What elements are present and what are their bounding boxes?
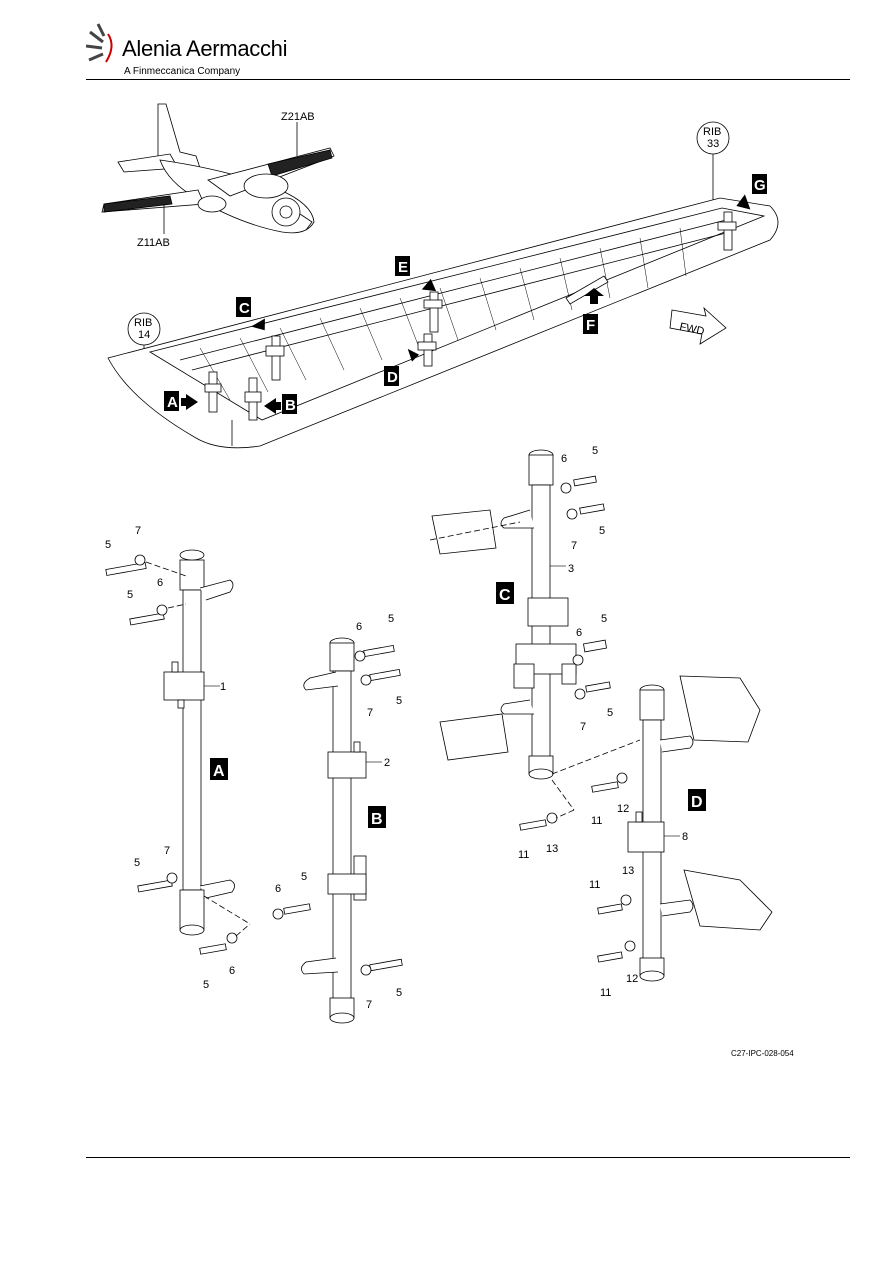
view-badge-d: D — [384, 366, 399, 386]
svg-text:D: D — [387, 369, 398, 386]
company-logo: Alenia Aermacchi A Finmeccanica Company — [85, 20, 306, 80]
item-6: 6 — [576, 627, 582, 639]
item-leader-lines — [204, 565, 680, 837]
item-7: 7 — [164, 845, 170, 857]
view-badge-b: B — [282, 394, 297, 414]
logo-brand: Alenia Aermacchi — [122, 36, 288, 61]
detail-badge-b: B — [368, 806, 386, 828]
item-5: 5 — [396, 695, 402, 707]
detail-b-fasteners — [272, 644, 403, 976]
item-6: 6 — [275, 883, 281, 895]
item-11: 11 — [591, 815, 602, 827]
svg-text:C: C — [499, 587, 511, 604]
item-6: 6 — [561, 453, 567, 465]
item-6: 6 — [229, 965, 235, 977]
svg-text:F: F — [586, 317, 595, 334]
fwd-arrow-icon: FWD — [669, 306, 727, 345]
item-3: 3 — [568, 563, 574, 575]
item-6: 6 — [157, 577, 163, 589]
item-11: 11 — [589, 879, 600, 891]
svg-text:33: 33 — [707, 138, 719, 150]
logo-swoosh-icon — [85, 23, 113, 63]
svg-text:14: 14 — [138, 329, 150, 341]
svg-text:G: G — [754, 177, 766, 194]
item-12: 12 — [617, 803, 629, 815]
svg-text:A: A — [213, 763, 225, 780]
detail-badge-c: C — [496, 582, 514, 604]
item-7: 7 — [366, 999, 372, 1011]
detail-d-fasteners — [591, 772, 636, 963]
view-badge-f: F — [583, 314, 598, 334]
item-5: 5 — [592, 445, 598, 457]
rib-callout: RIB 33 — [696, 121, 730, 210]
detail-d-tube — [627, 675, 773, 982]
item-7: 7 — [580, 721, 586, 733]
view-badge-a: A — [164, 391, 179, 411]
item-callouts: 5 7 6 5 1 7 5 5 6 6 5 7 5 2 5 6 7 5 6 5 … — [105, 445, 688, 1011]
detail-badge-d: D — [688, 789, 706, 811]
item-13: 13 — [546, 843, 558, 855]
item-1: 1 — [220, 681, 226, 693]
detail-a-tube — [163, 549, 235, 936]
svg-text:B: B — [285, 397, 296, 414]
zone-label: Z21AB — [281, 111, 315, 123]
item-7: 7 — [367, 707, 373, 719]
svg-text:RIB: RIB — [134, 317, 152, 329]
item-5: 5 — [599, 525, 605, 537]
item-7: 7 — [135, 525, 141, 537]
detail-c-dashed-leaders — [429, 521, 641, 819]
item-11: 11 — [600, 987, 611, 999]
item-11: 11 — [518, 849, 529, 861]
detail-a-fasteners — [105, 554, 238, 955]
item-6: 6 — [356, 621, 362, 633]
detail-badge-a: A — [210, 758, 228, 780]
header-rule — [86, 79, 850, 80]
item-5: 5 — [203, 979, 209, 991]
svg-text:RIB: RIB — [703, 126, 721, 138]
item-5: 5 — [301, 871, 307, 883]
detail-a-dashed-leaders — [145, 561, 251, 937]
footer-rule — [86, 1157, 850, 1158]
svg-text:A: A — [167, 394, 178, 411]
item-5: 5 — [105, 539, 111, 551]
aircraft-sketch — [101, 103, 335, 234]
zone-label: Z11AB — [137, 237, 170, 249]
svg-text:C: C — [239, 300, 250, 317]
item-5: 5 — [127, 589, 133, 601]
item-5: 5 — [607, 707, 613, 719]
item-5: 5 — [134, 857, 140, 869]
wing-tube-assemblies — [204, 211, 737, 421]
svg-text:E: E — [398, 259, 408, 276]
view-pointer-arrows — [181, 194, 751, 414]
item-8: 8 — [682, 831, 688, 843]
figure-reference: C27-IPC-028-054 — [731, 1049, 794, 1058]
logo-subtitle: A Finmeccanica Company — [124, 66, 241, 77]
detail-c-tube — [431, 449, 577, 780]
detail-b-tube — [301, 637, 367, 1024]
view-badge-g: G — [752, 174, 767, 194]
wing-structure — [107, 197, 779, 449]
item-13: 13 — [622, 865, 634, 877]
item-7: 7 — [571, 540, 577, 552]
item-5: 5 — [601, 613, 607, 625]
view-badge-c: C — [236, 297, 251, 317]
item-12: 12 — [626, 973, 638, 985]
view-badge-e: E — [395, 256, 410, 276]
svg-text:B: B — [371, 811, 383, 828]
svg-text:D: D — [691, 794, 703, 811]
item-2: 2 — [384, 757, 390, 769]
fwd-label: FWD — [678, 321, 705, 338]
item-5: 5 — [388, 613, 394, 625]
detail-c-fasteners — [519, 475, 611, 831]
item-5: 5 — [396, 987, 402, 999]
